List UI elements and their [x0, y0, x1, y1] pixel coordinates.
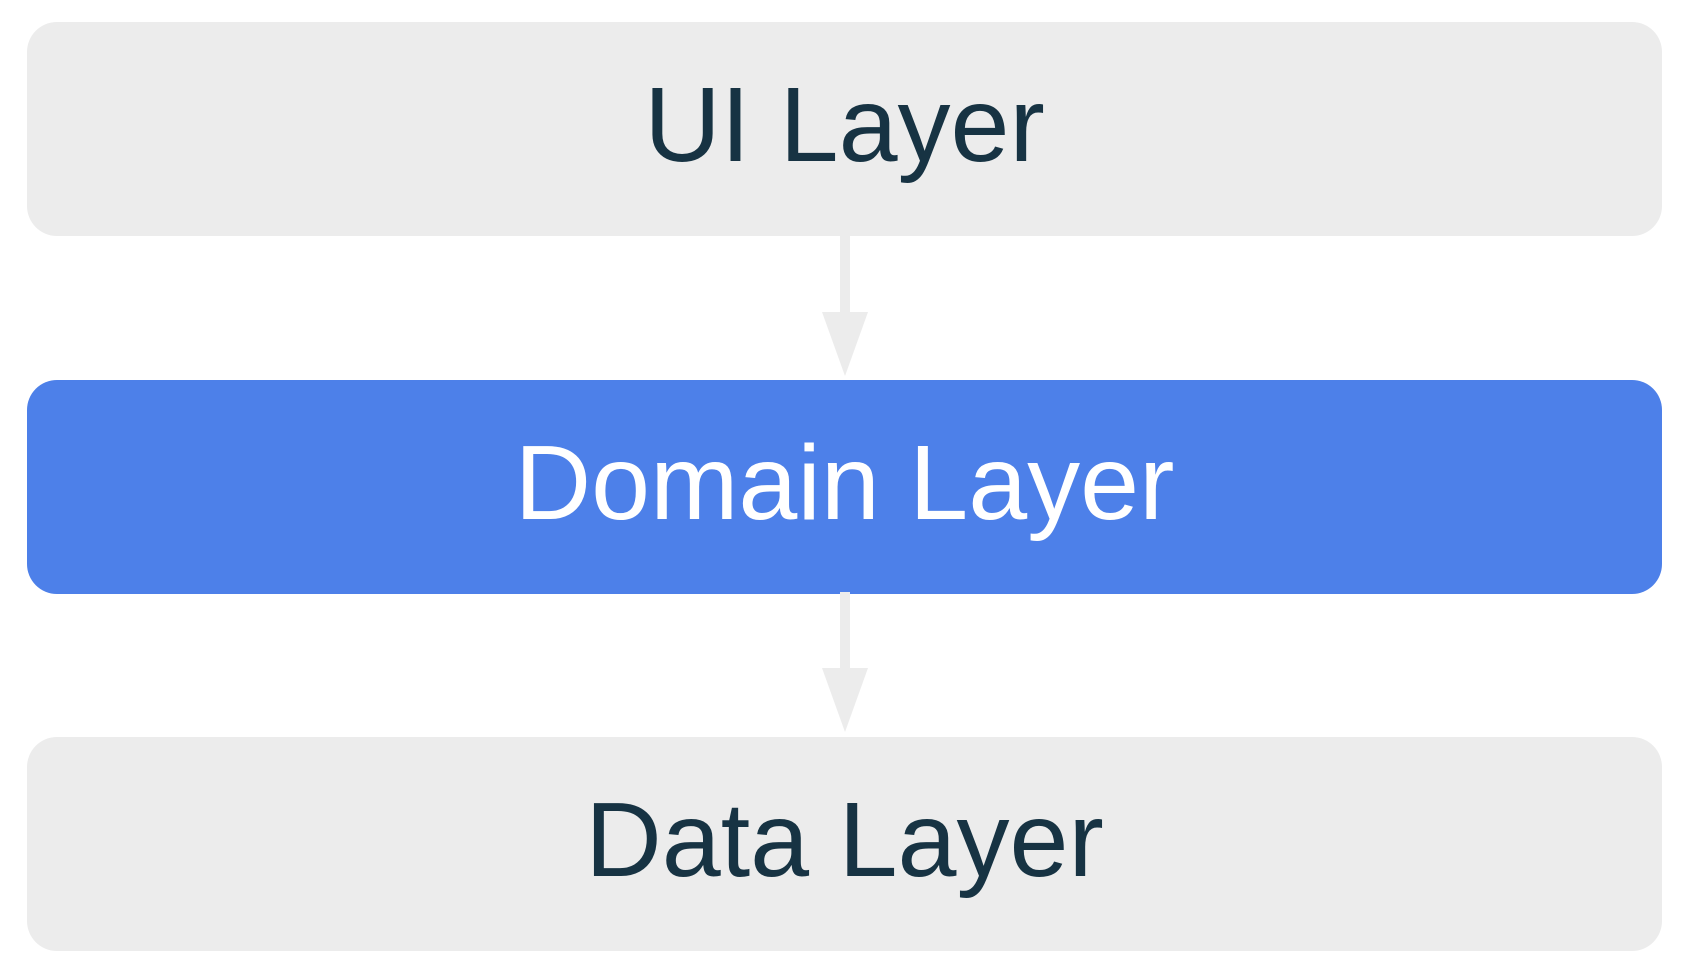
- domain-layer-box: Domain Layer: [27, 380, 1662, 594]
- arrow-shaft: [840, 592, 850, 670]
- data-layer-box: Data Layer: [27, 737, 1662, 951]
- data-layer-label: Data Layer: [585, 781, 1104, 899]
- ui-layer-label: UI Layer: [644, 66, 1045, 184]
- domain-layer-label: Domain Layer: [514, 424, 1175, 542]
- arrow-domain-to-data: [822, 592, 868, 733]
- ui-layer-box: UI Layer: [27, 22, 1662, 236]
- arrow-down-icon: [822, 312, 868, 376]
- arrow-down-icon: [822, 668, 868, 732]
- arrow-shaft: [840, 236, 850, 314]
- arrow-ui-to-domain: [822, 236, 868, 376]
